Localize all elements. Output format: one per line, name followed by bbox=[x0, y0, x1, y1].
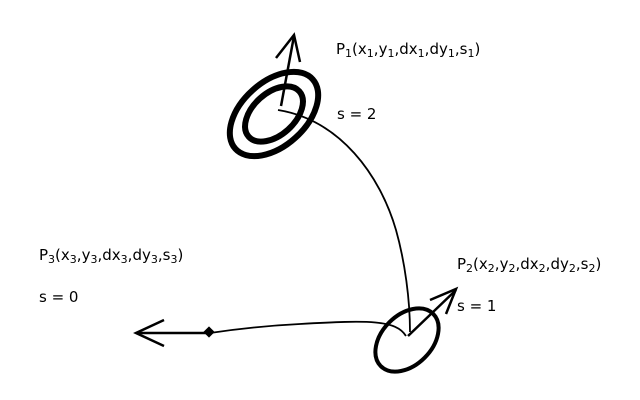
curve-p1-p2 bbox=[277, 109, 411, 333]
label-open-paren: ( bbox=[55, 246, 61, 264]
label-var-index: 1 bbox=[447, 47, 455, 60]
label-var-dy: dy bbox=[429, 40, 448, 58]
label-comma: , bbox=[545, 255, 551, 273]
label-index: 3 bbox=[48, 253, 56, 266]
label-var-index: 3 bbox=[90, 253, 98, 266]
p3-marker bbox=[133, 318, 215, 348]
label-open-paren: ( bbox=[352, 40, 358, 58]
label-var-index: 3 bbox=[120, 253, 128, 266]
p1-outer-ring bbox=[226, 68, 322, 160]
label-open-paren: ( bbox=[473, 255, 479, 273]
p1-label: P1(x1,y1,dx1,dy1,s1) bbox=[336, 40, 481, 60]
label-var-dx: dx bbox=[520, 255, 539, 273]
label-var-index: 2 bbox=[487, 262, 495, 275]
label-var-y: y bbox=[378, 40, 388, 58]
label-var-index: 3 bbox=[150, 253, 158, 266]
label-comma: , bbox=[454, 40, 460, 58]
label-var-dy: dy bbox=[132, 246, 151, 264]
label-var-x: x bbox=[478, 255, 488, 273]
p1-tangent-arrow bbox=[279, 35, 296, 107]
p1-marker bbox=[226, 32, 322, 160]
label-var-index: 3 bbox=[69, 253, 77, 266]
p2-s-value: s = 1 bbox=[457, 297, 497, 315]
label-index: 1 bbox=[345, 47, 353, 60]
p3-label: P3(x3,y3,dx3,dy3,s3) bbox=[39, 246, 184, 266]
label-comma: , bbox=[97, 246, 103, 264]
label-close-paren: ) bbox=[474, 40, 481, 58]
curve-p2-p3 bbox=[209, 320, 407, 337]
p2-ring bbox=[373, 306, 441, 374]
label-comma: , bbox=[515, 255, 521, 273]
label-name: P bbox=[39, 246, 49, 264]
label-var-dx: dx bbox=[399, 40, 418, 58]
label-var-y: y bbox=[499, 255, 509, 273]
label-comma: , bbox=[373, 40, 379, 58]
p2-tangent-arrow bbox=[407, 289, 457, 337]
label-var-x: x bbox=[60, 246, 70, 264]
label-var-index: 3 bbox=[170, 253, 178, 266]
label-var-s: s bbox=[580, 255, 589, 273]
label-comma: , bbox=[494, 255, 500, 273]
label-comma: , bbox=[394, 40, 400, 58]
label-var-y: y bbox=[81, 246, 91, 264]
label-var-dy: dy bbox=[550, 255, 569, 273]
p2-arrowhead bbox=[429, 286, 459, 315]
label-comma: , bbox=[127, 246, 133, 264]
label-var-s: s bbox=[459, 40, 468, 58]
label-var-s: s bbox=[162, 246, 171, 264]
label-comma: , bbox=[575, 255, 581, 273]
label-comma: , bbox=[424, 40, 430, 58]
p3-point-diamond bbox=[203, 326, 215, 338]
label-comma: , bbox=[76, 246, 82, 264]
p1-inner-ring bbox=[242, 83, 306, 145]
label-var-x: x bbox=[357, 40, 367, 58]
label-var-dx: dx bbox=[102, 246, 121, 264]
p2-marker bbox=[373, 286, 459, 374]
label-index: 2 bbox=[466, 262, 474, 275]
p1-arrowhead bbox=[275, 32, 302, 63]
p3-arrowhead bbox=[133, 318, 165, 348]
label-var-index: 1 bbox=[366, 47, 374, 60]
label-var-index: 1 bbox=[417, 47, 425, 60]
p3-s-value: s = 0 bbox=[39, 288, 79, 306]
label-var-index: 1 bbox=[387, 47, 395, 60]
label-close-paren: ) bbox=[595, 255, 602, 273]
label-var-index: 1 bbox=[467, 47, 475, 60]
label-name: P bbox=[336, 40, 346, 58]
label-var-index: 2 bbox=[568, 262, 576, 275]
label-comma: , bbox=[157, 246, 163, 264]
label-var-index: 2 bbox=[508, 262, 516, 275]
p1-s-value: s = 2 bbox=[337, 105, 377, 123]
label-close-paren: ) bbox=[177, 246, 184, 264]
label-var-index: 2 bbox=[588, 262, 596, 275]
label-var-index: 2 bbox=[538, 262, 546, 275]
p2-label: P2(x2,y2,dx2,dy2,s2) bbox=[457, 255, 602, 275]
label-name: P bbox=[457, 255, 467, 273]
